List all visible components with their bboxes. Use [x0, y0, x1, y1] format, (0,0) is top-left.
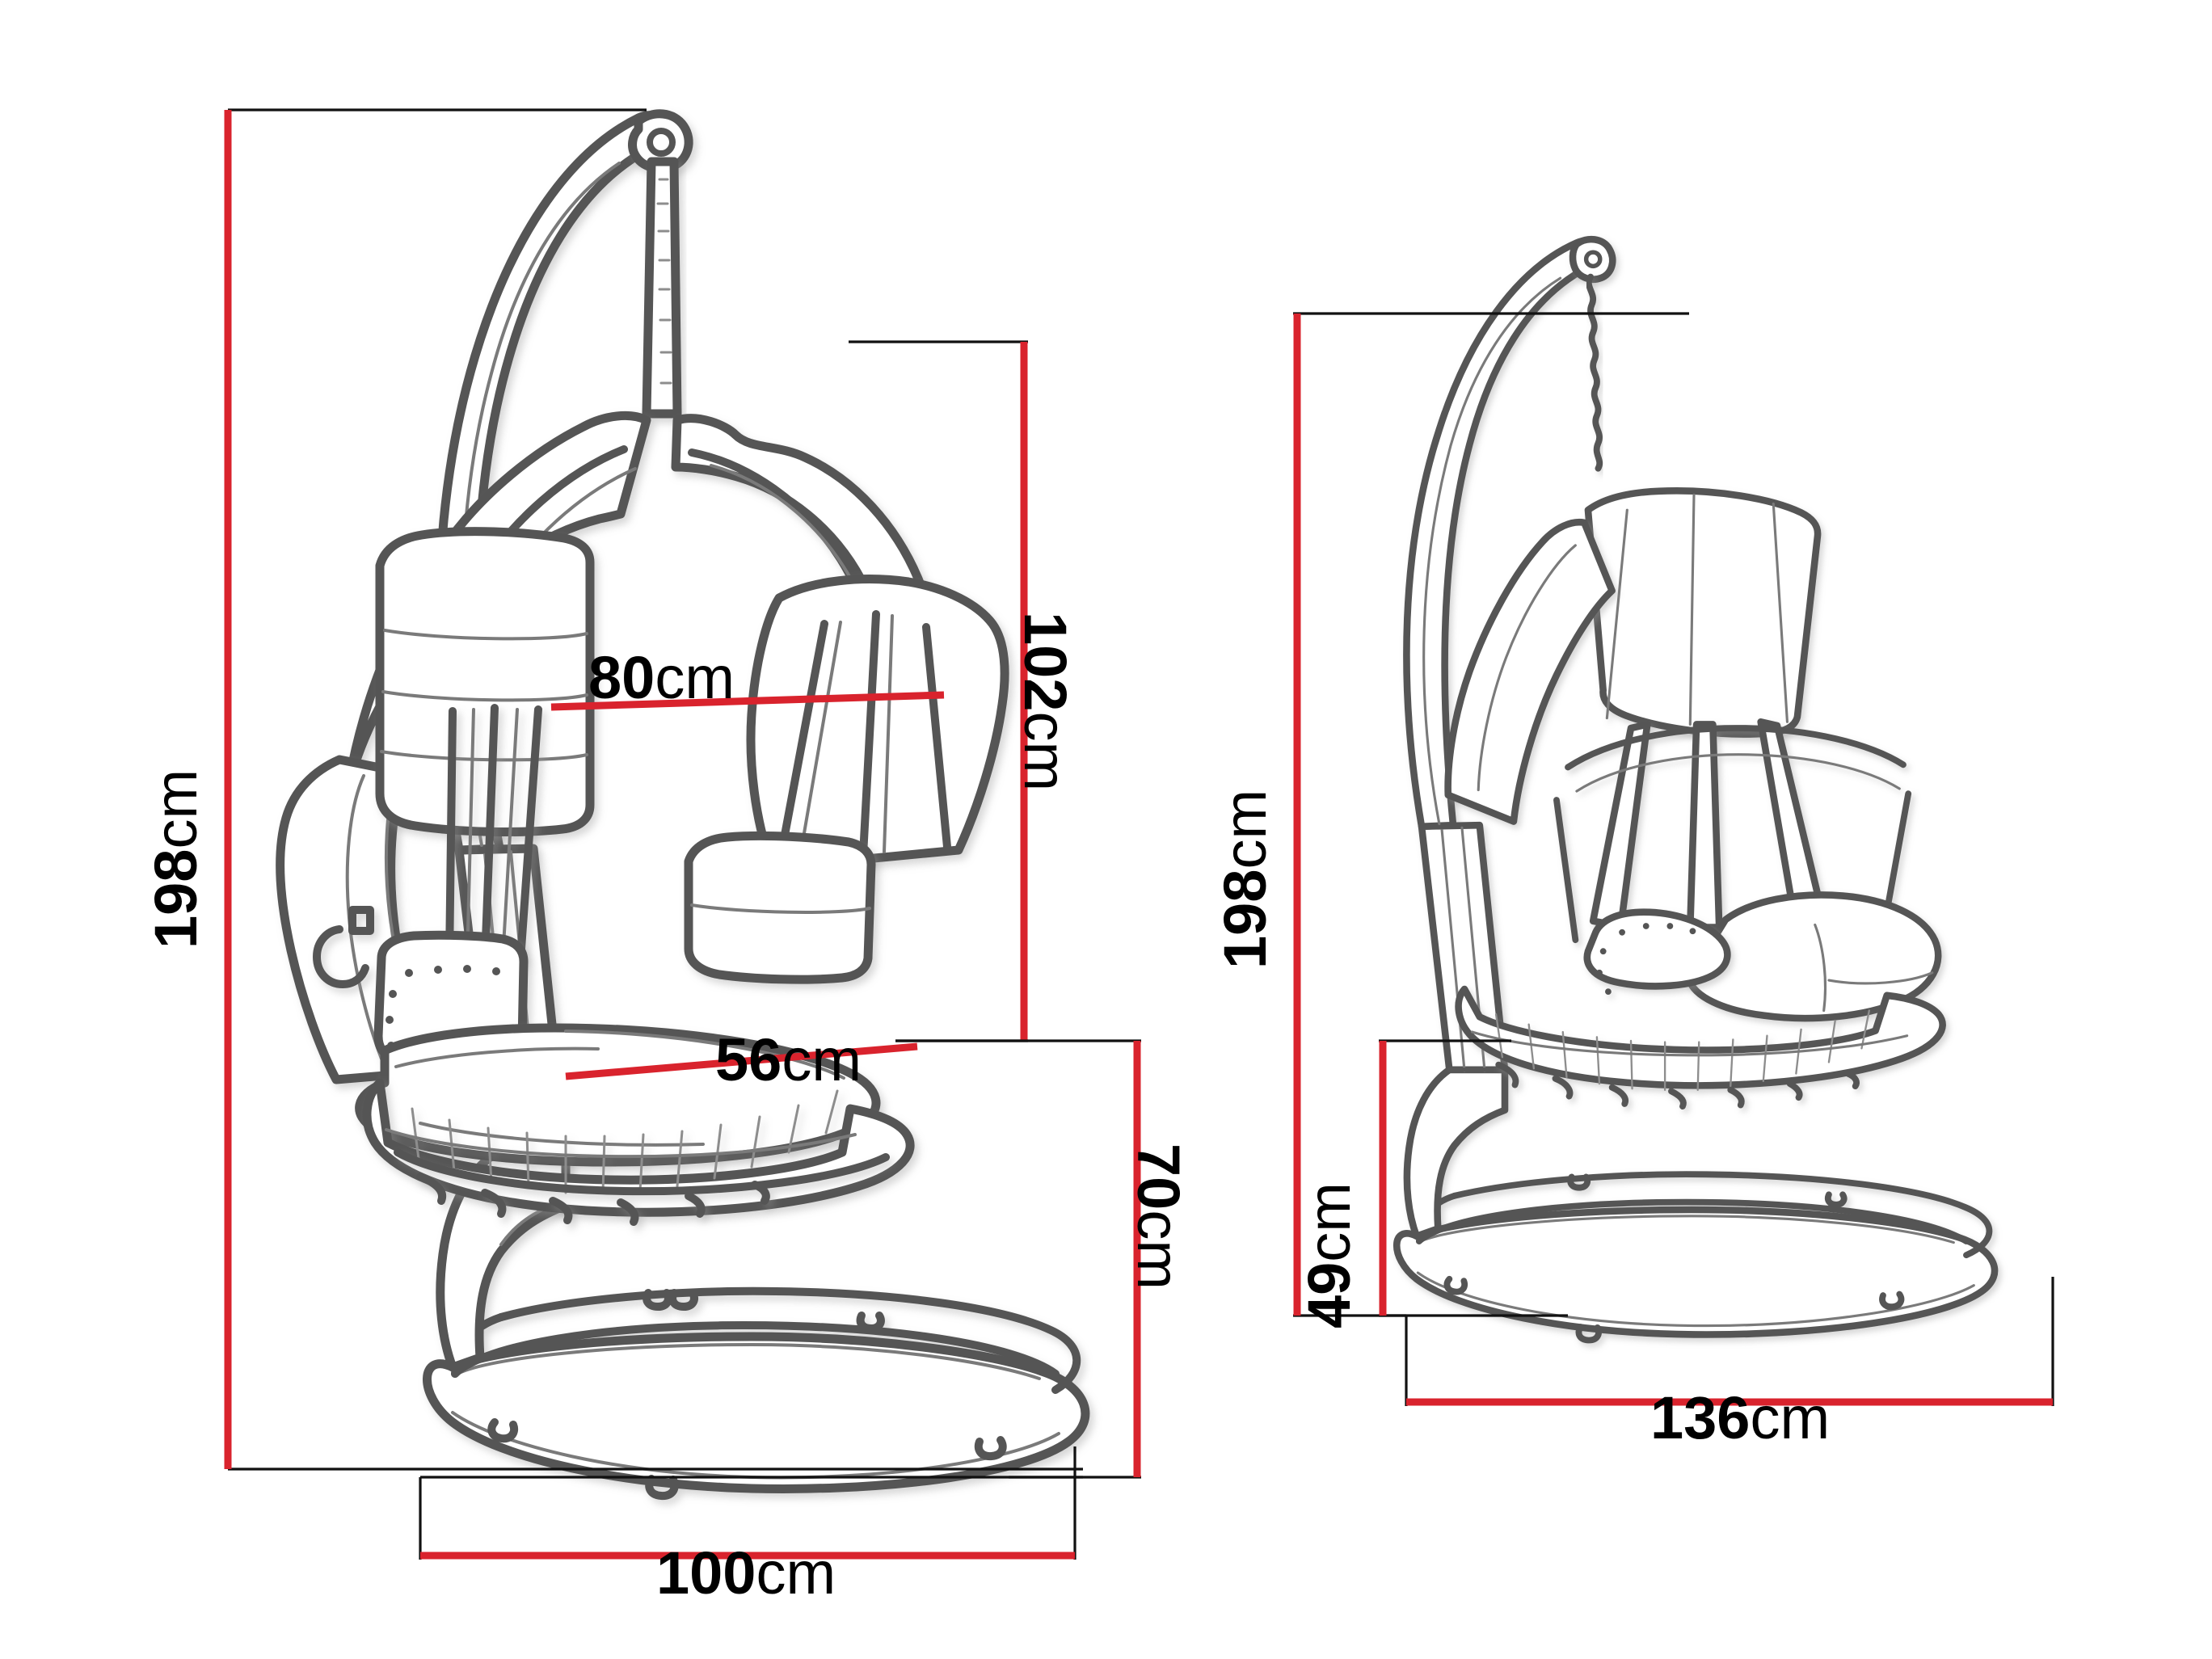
left-seat-spokes	[445, 704, 542, 966]
dimension-label-198cm-left: 198cm	[142, 769, 209, 949]
right-studded-pad	[1583, 908, 1731, 996]
left-side-cushion	[684, 831, 876, 984]
right-hanging-chain	[1586, 273, 1603, 472]
dimension-unit: cm	[142, 768, 209, 849]
dimension-label-102cm: 102cm	[1012, 612, 1079, 791]
dimension-unit: cm	[1296, 1182, 1363, 1262]
right-fan-spokes	[1553, 718, 1912, 944]
dimension-value: 70	[1125, 1143, 1192, 1211]
dimension-value: 80	[588, 644, 655, 711]
right-stand	[1393, 237, 1999, 1344]
left-hanging-strap	[642, 157, 682, 419]
dimension-label-136cm: 136cm	[1650, 1388, 1830, 1448]
right-side-wing	[1444, 518, 1616, 825]
left-view-artwork	[276, 109, 1090, 1501]
dimension-value: 49	[1296, 1261, 1363, 1328]
dim-49	[1379, 1039, 1568, 1317]
dim-198-left	[224, 108, 1083, 1471]
dimension-value: 198	[142, 848, 209, 949]
left-seat-rim	[394, 1148, 890, 1226]
dimension-label-100cm: 100cm	[656, 1543, 836, 1603]
dimension-value: 100	[656, 1539, 756, 1606]
left-back-cushion	[375, 527, 595, 836]
right-seat-cushion	[1685, 891, 1942, 1022]
right-view-artwork	[1393, 235, 1999, 1344]
right-seat-base	[1455, 985, 1946, 1110]
dimension-label-49cm: 49cm	[1296, 1182, 1363, 1328]
dimension-label-56cm: 56cm	[715, 1030, 862, 1090]
dimension-value: 56	[715, 1026, 782, 1093]
dimension-unit: cm	[1211, 789, 1279, 870]
right-backrest-panel	[1584, 487, 1822, 738]
dimension-label-70cm: 70cm	[1125, 1143, 1192, 1290]
dimension-unit: cm	[1125, 1210, 1192, 1290]
dimension-label-198cm-right: 198cm	[1211, 789, 1279, 969]
dim-136	[1405, 1277, 2054, 1406]
dimension-value: 198	[1211, 869, 1279, 969]
dimension-unit: cm	[1750, 1384, 1831, 1451]
dim-80	[550, 691, 945, 711]
dimension-unit: cm	[655, 644, 735, 711]
dimension-unit: cm	[782, 1026, 862, 1093]
dimension-value: 102	[1012, 612, 1079, 712]
dimension-value: 136	[1650, 1384, 1751, 1451]
right-top-hook	[1569, 235, 1616, 284]
dim-100	[419, 1446, 1083, 1560]
dim-56	[565, 1042, 918, 1080]
dimension-unit: cm	[1012, 711, 1079, 792]
left-side-loop	[313, 906, 374, 988]
dimension-label-80cm: 80cm	[588, 648, 735, 708]
left-chair-back-right-wing	[746, 575, 1009, 873]
dimension-unit: cm	[756, 1539, 836, 1606]
